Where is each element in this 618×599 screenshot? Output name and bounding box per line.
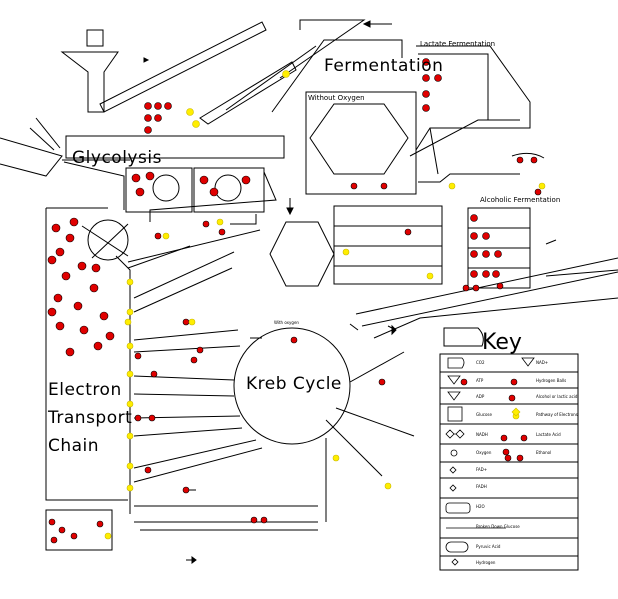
conveyor-lower-right: [355, 257, 618, 315]
key-row-label: Hydrogen: [476, 560, 496, 565]
fermentation-label: Fermentation: [324, 56, 444, 76]
key-row-label: Broken Down Glucose: [476, 524, 520, 529]
kreb-cycle-label: Kreb Cycle: [246, 374, 342, 394]
alcoholic-fermentation-label: Alcoholic Fermentation: [480, 196, 561, 204]
key-row-label: Glucose: [476, 412, 492, 417]
lactate-fermentation-label: Lactate Fermentation: [420, 40, 496, 48]
key-title: Key: [482, 330, 522, 355]
key-row-label: Pyruvic Acid: [476, 544, 501, 549]
etc-label-line3: Chain: [48, 436, 100, 456]
fermentation-frame: [305, 91, 417, 195]
hydrogen-balls: [47, 58, 542, 544]
kreb-cycle-circle: [233, 327, 351, 445]
fermentation-hexagon: [309, 103, 409, 175]
glycolysis-label: Glycolysis: [72, 148, 162, 168]
rotor-circle: [87, 219, 129, 261]
conveyor-upper: [99, 21, 267, 113]
etc-frame: [45, 207, 128, 501]
pyruvate-hexagon: [269, 221, 335, 287]
reaction-box-center: [333, 205, 443, 285]
left-arm: [0, 137, 63, 177]
conveyor-middle: [199, 61, 297, 125]
key-row-label: FADH: [476, 484, 487, 489]
key-row-label: ATP: [476, 378, 484, 383]
key-row-label: Oxygen: [476, 450, 492, 455]
key-row-meaning: Lactate Acid: [536, 432, 561, 437]
key-row-meaning: Pathway of Electrons: [536, 412, 578, 417]
etc-bottom-box: [45, 509, 113, 551]
key-row-label: H2O: [476, 504, 485, 509]
key-row-label: ADP: [476, 394, 485, 399]
key-row-meaning: NAD+: [536, 360, 549, 365]
key-row-meaning: Ethanol: [536, 450, 552, 455]
enzyme-box-right: [193, 167, 265, 213]
etc-label-line2: Transport: [48, 408, 133, 428]
key-row-label: FAD+: [476, 467, 488, 472]
glycolysis-bar: [65, 135, 285, 159]
glucose-box: [86, 29, 104, 47]
enzyme-box-left: [125, 167, 193, 213]
key-row-label: CO2: [476, 360, 485, 365]
without-oxygen-label: Without Oxygen: [308, 94, 365, 102]
key-row-meaning: Hydrogen Balls: [536, 378, 567, 383]
with-oxygen-label: With oxygen: [274, 320, 299, 325]
key-row-meaning: Alcohol or lactic acid: [536, 394, 578, 399]
etc-label-line1: Electron: [48, 380, 122, 400]
key-row-label: NADH: [476, 432, 488, 437]
conveyor-top-right: [279, 19, 366, 79]
funnel-shape: [60, 51, 119, 113]
